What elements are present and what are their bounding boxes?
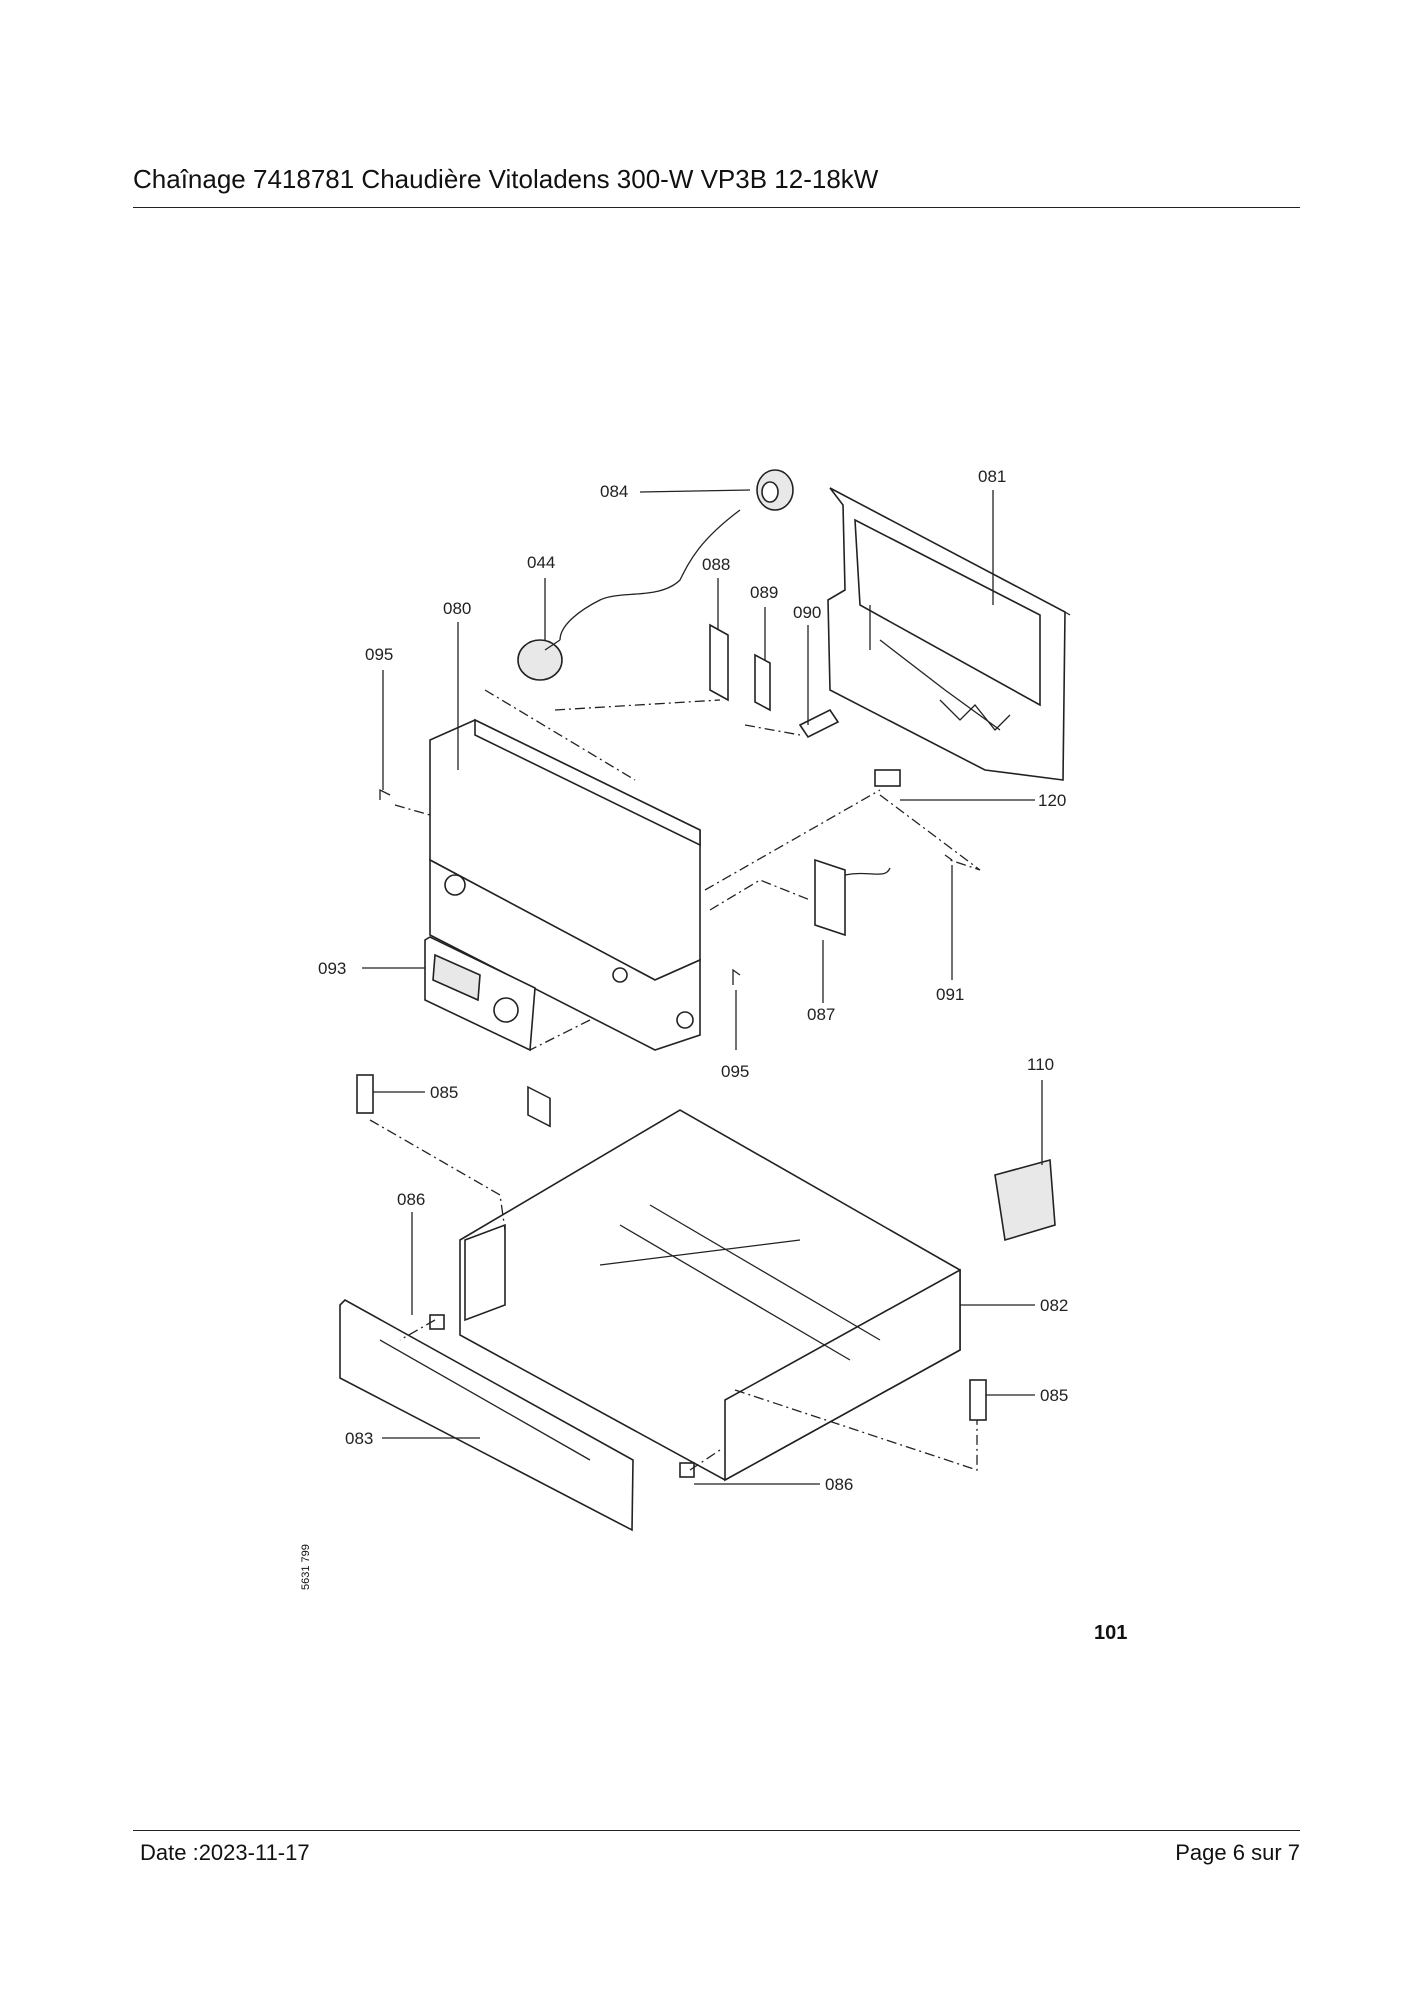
part-080-control-housing [429, 718, 701, 1128]
footer-page-number: Page 6 sur 7 [1175, 1840, 1300, 1865]
callout-120: 120 [1038, 791, 1066, 810]
assembly-lines [369, 689, 981, 1471]
callout-084: 084 [600, 482, 628, 501]
callout-088: 088 [702, 555, 730, 574]
callout-081: 081 [978, 467, 1006, 486]
callout-085-top: 085 [430, 1083, 458, 1102]
part-084-sensor [559, 469, 794, 641]
footer-rule [133, 1830, 1300, 1831]
part-093-programming-unit [424, 936, 536, 1052]
part-095-clip-right [732, 968, 741, 985]
part-082-base-tray [459, 1109, 961, 1482]
part-090-bracket [798, 708, 840, 739]
part-085-hinge-left [356, 1074, 374, 1114]
part-089-clip [754, 653, 771, 712]
header-rule [133, 207, 1300, 208]
callout-085-right: 085 [1040, 1386, 1068, 1405]
leader-lines [362, 489, 1043, 1485]
callout-083: 083 [345, 1429, 373, 1448]
drawing-id: 5631 799 [300, 1544, 312, 1590]
part-095-clip-left [379, 788, 391, 800]
callout-095-right: 095 [721, 1062, 749, 1081]
callout-110: 110 [1027, 1055, 1054, 1074]
callout-044: 044 [527, 553, 555, 572]
callout-095-left: 095 [365, 645, 393, 664]
callout-089: 089 [750, 583, 778, 602]
part-091-screw [944, 854, 953, 861]
part-044-component [517, 639, 563, 681]
part-081-rear-frame [827, 487, 1071, 781]
page-title: Chaînage 7418781 Chaudière Vitoladens 30… [133, 164, 879, 194]
part-087-board [814, 858, 891, 937]
part-120-connector [874, 769, 901, 787]
callout-086-left: 086 [397, 1190, 425, 1209]
part-086-latch-right [679, 1462, 695, 1478]
figure-number: 101 [1094, 1622, 1128, 1644]
part-086-latch-left [429, 1314, 445, 1330]
part-083-front-cover [339, 1299, 634, 1532]
callout-091: 091 [936, 985, 964, 1004]
callout-080: 080 [443, 599, 471, 618]
callout-082: 082 [1040, 1296, 1068, 1315]
callout-090: 090 [793, 603, 821, 622]
callout-087: 087 [807, 1005, 835, 1024]
callout-093: 093 [318, 959, 346, 978]
part-088-clip [709, 623, 729, 702]
footer-date: Date :2023-11-17 [140, 1840, 310, 1865]
part-110-module [994, 1158, 1056, 1242]
callout-086-bottom: 086 [825, 1475, 853, 1494]
part-085-hinge-right [969, 1379, 987, 1421]
